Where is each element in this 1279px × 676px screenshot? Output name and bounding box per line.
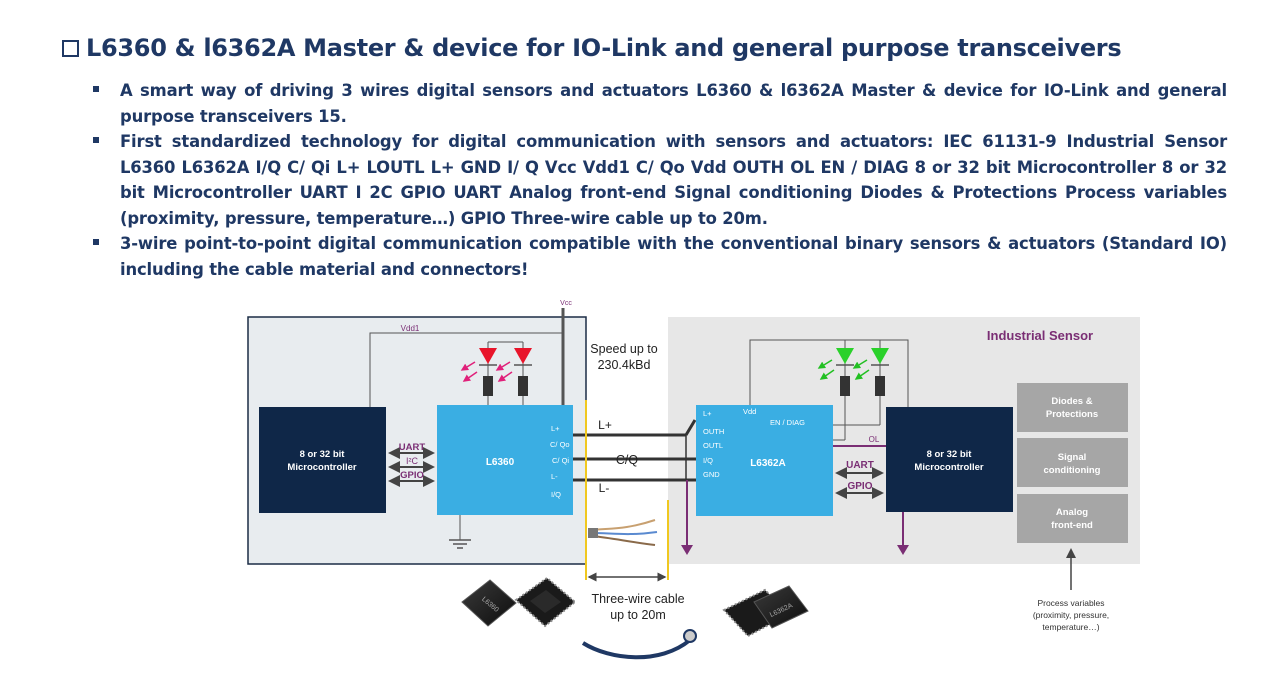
line-lplus-label: L+ (598, 418, 612, 432)
line-lminus-label: L- (599, 481, 610, 495)
checkbox-bullet-icon (62, 40, 79, 57)
l6360-pin: C/ Qi (552, 456, 569, 465)
industrial-sensor-label: Industrial Sensor (987, 328, 1093, 343)
cable-coil-icon (581, 629, 697, 660)
process-line3: temperature…) (1042, 622, 1099, 632)
l6362a-pin: OUTH (703, 427, 724, 436)
bullet-item: 3-wire point-to-point digital communicat… (92, 231, 1227, 282)
diodes-protections-block (1017, 383, 1128, 432)
green-led-icon (817, 340, 854, 440)
ol-label: OL (869, 435, 880, 444)
sensor-mcu-line1: 8 or 32 bit (927, 449, 973, 460)
bullet-list: A smart way of driving 3 wires digital s… (92, 78, 1227, 282)
l6360-package-bottom-icon (514, 576, 577, 628)
l6362a-pin: GND (703, 470, 720, 479)
l6360-chip (437, 405, 573, 515)
master-mcu-line2: Microcontroller (287, 462, 356, 473)
l6362a-pin: L+ (703, 409, 712, 418)
gpio-left-label: GPIO (400, 470, 424, 481)
vcc-label: Vcc (560, 300, 572, 307)
vdd-label: Vdd (743, 407, 756, 416)
l6360-package-icon: L6360 (461, 579, 517, 627)
i2c-left-label: I²C (406, 456, 418, 466)
cable-line2: up to 20m (610, 608, 666, 622)
vdd1-label: Vdd1 (401, 324, 420, 333)
signal-line1: Signal (1058, 452, 1087, 463)
l6362a-package-icon: L6362A (722, 585, 809, 638)
l6360-pin: L- (551, 472, 558, 481)
analog-front-end-block (1017, 494, 1128, 543)
signal-line2: conditioning (1044, 465, 1101, 476)
l6360-label: L6360 (486, 457, 515, 468)
analog-line1: Analog (1056, 507, 1088, 518)
speed-line2: 230.4kBd (598, 358, 651, 372)
en-diag-label: EN / DIAG (770, 418, 805, 427)
diodes-line2: Protections (1046, 409, 1098, 420)
process-line1: Process variables (1037, 598, 1104, 608)
diodes-line1: Diodes & (1051, 396, 1092, 407)
cable-line1: Three-wire cable (591, 592, 684, 606)
master-microcontroller (259, 407, 386, 513)
l6360-pin: L+ (551, 424, 560, 433)
uart-right-label: UART (846, 460, 874, 471)
bullet-item: First standardized technology for digita… (92, 129, 1227, 231)
l6362a-label: L6362A (750, 458, 786, 469)
master-mcu-line1: 8 or 32 bit (300, 449, 346, 460)
bullet-item: A smart way of driving 3 wires digital s… (92, 78, 1227, 129)
l6360-pin: C/ Qo (550, 440, 570, 449)
l6362a-pin: OUTL (703, 441, 723, 450)
signal-conditioning-block (1017, 438, 1128, 487)
sensor-microcontroller (886, 407, 1013, 512)
green-led-icon (852, 340, 889, 425)
speed-line1: Speed up to (590, 342, 657, 356)
red-led-icon (495, 342, 532, 407)
red-led-icon (460, 342, 497, 407)
l6362a-pin: I/Q (703, 456, 713, 465)
cable-wires-icon (588, 519, 658, 546)
gpio-right-label: GPIO (847, 481, 872, 492)
uart-left-label: UART (399, 442, 426, 453)
l6360-pin: I/Q (551, 490, 561, 499)
page-title: L6360 & l6362A Master & device for IO-Li… (62, 34, 1122, 62)
page-title-text: L6360 & l6362A Master & device for IO-Li… (86, 34, 1122, 62)
analog-line2: front-end (1051, 520, 1093, 531)
l6362a-chip (696, 405, 833, 516)
process-line2: (proximity, pressure, (1033, 610, 1109, 620)
line-cq-label: C/Q (616, 453, 639, 467)
sensor-mcu-line2: Microcontroller (914, 462, 983, 473)
